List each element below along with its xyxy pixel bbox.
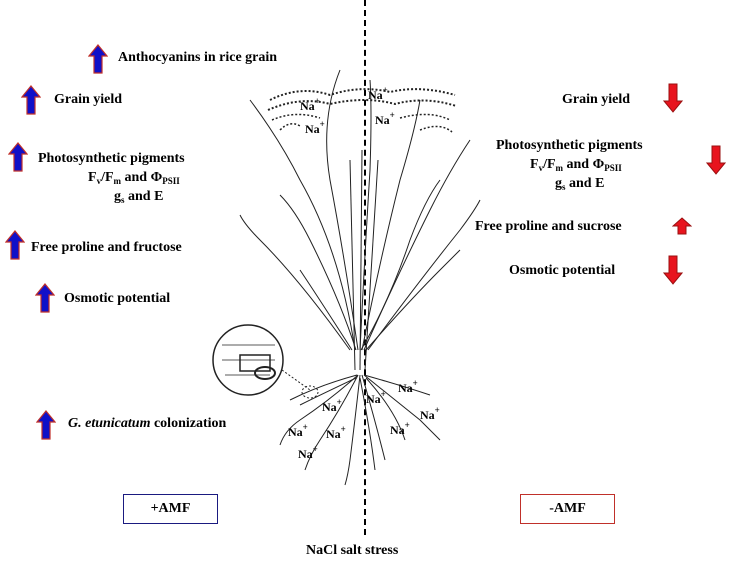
label-gs-e: gs and E xyxy=(114,189,164,205)
center-divider xyxy=(364,0,366,535)
sodium-ion-label: Na+ xyxy=(326,424,346,441)
label-photosynthetic-pigments-right: Photosynthetic pigments xyxy=(496,138,643,153)
amf-plus-box: +AMF xyxy=(123,494,218,524)
down-arrow-icon xyxy=(706,145,726,175)
label-colonization: G. etunicatum colonization xyxy=(68,416,227,431)
down-arrow-icon xyxy=(663,255,683,285)
sodium-ion-label: Na+ xyxy=(322,397,342,414)
label-osmotic-potential: Osmotic potential xyxy=(64,291,171,306)
label-anthocyanins: Anthocyanins in rice grain xyxy=(118,50,278,65)
label-osmotic-potential-right: Osmotic potential xyxy=(509,263,616,278)
sodium-ion-label: Na+ xyxy=(375,110,395,127)
up-arrow-icon xyxy=(36,410,56,440)
sodium-ion-label: Na+ xyxy=(398,378,418,395)
label-fvfm-phipsii-right: Fv/Fm and ΦPSII xyxy=(530,157,622,173)
sodium-ion-label: Na+ xyxy=(298,444,318,461)
up-arrow-icon xyxy=(8,142,28,172)
sodium-ion-label: Na+ xyxy=(420,405,440,422)
up-arrow-icon xyxy=(5,230,25,260)
up-arrow-icon xyxy=(21,85,41,115)
label-gs-e-right: gs and E xyxy=(555,176,605,192)
sodium-ion-label: Na+ xyxy=(305,119,325,136)
label-fvfm-phipsii: Fv/Fm and ΦPSII xyxy=(88,170,180,186)
label-nacl-salt-stress: NaCl salt stress xyxy=(306,543,399,558)
up-arrow-small-icon xyxy=(672,217,692,235)
up-arrow-icon xyxy=(88,44,108,74)
label-grain-yield: Grain yield xyxy=(54,92,123,107)
label-proline-sucrose-right: Free proline and sucrose xyxy=(475,219,622,234)
label-grain-yield-right: Grain yield xyxy=(562,92,631,107)
down-arrow-icon xyxy=(663,83,683,113)
label-photosynthetic-pigments: Photosynthetic pigments xyxy=(38,151,185,166)
amf-minus-box: -AMF xyxy=(520,494,615,524)
sodium-ion-label: Na+ xyxy=(368,85,388,102)
up-arrow-icon xyxy=(35,283,55,313)
sodium-ion-label: Na+ xyxy=(300,96,320,113)
sodium-ion-label: Na+ xyxy=(366,389,386,406)
sodium-ion-label: Na+ xyxy=(390,420,410,437)
label-proline-fructose: Free proline and fructose xyxy=(31,240,182,255)
sodium-ion-label: Na+ xyxy=(288,422,308,439)
